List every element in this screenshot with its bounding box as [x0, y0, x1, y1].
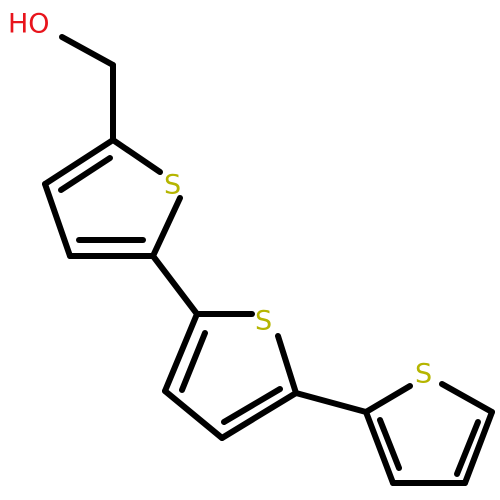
- bond-c5-c4: [219, 390, 299, 441]
- bond-c5-c4: [462, 409, 495, 486]
- bond-s-c5: [275, 333, 299, 396]
- bond-c2-s1: [110, 137, 163, 175]
- bond-c4-c3: [42, 181, 73, 259]
- bond-c5-c4-inner: [221, 386, 283, 425]
- atom-label-sulfur-3: S: [415, 359, 432, 390]
- atom-label-hydroxyl: HO: [8, 9, 50, 40]
- bond-c3-c2: [42, 137, 116, 187]
- bond-c3-c2: [162, 311, 200, 394]
- bond-o-ch2: [59, 34, 116, 68]
- atom-label-sulfur-1: S: [164, 170, 181, 201]
- bond-c3-c2-inner: [377, 417, 402, 471]
- bond-c2-s: [363, 383, 413, 415]
- bond-c4-c3: [162, 388, 225, 441]
- bond-ring2-ring3: [293, 390, 369, 415]
- bond-c3-c2: [363, 409, 396, 486]
- bond-ring1-ring2: [150, 253, 200, 317]
- thiophene-ring-1: [42, 137, 183, 259]
- atom-label-sulfur-2: S: [255, 306, 272, 337]
- hydroxymethyl-group: [59, 34, 116, 143]
- bond-c3-c2-inner: [179, 330, 208, 393]
- bond-s-c5: [439, 381, 495, 415]
- thiophene-ring-3: [363, 381, 495, 486]
- bond-s1-c5: [150, 195, 183, 259]
- bond-c3-c2-inner: [58, 155, 113, 193]
- thiophene-ring-2: [162, 311, 299, 441]
- bond-c5-c4-inner: [454, 419, 481, 477]
